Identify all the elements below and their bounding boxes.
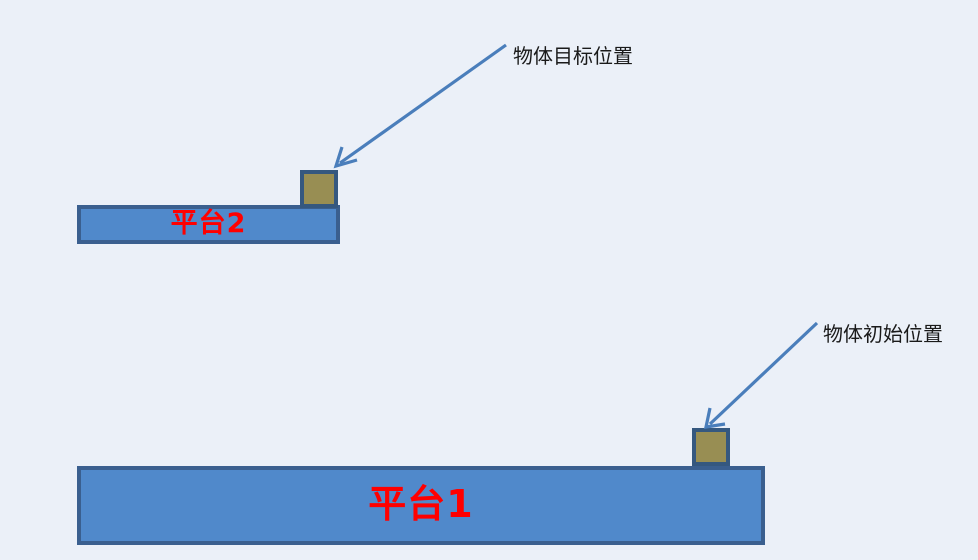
object-target-position-label: 物体目标位置: [513, 44, 633, 68]
object-initial-block: [692, 428, 730, 466]
platform-2: 平台2: [77, 205, 340, 244]
platform-2-label: 平台2: [170, 208, 247, 239]
platform-1-label: 平台1: [368, 481, 474, 526]
object-target-block: [300, 170, 338, 208]
object-initial-position-label: 物体初始位置: [823, 322, 943, 346]
platform-1: 平台1: [77, 466, 765, 545]
initial-position-arrow: [703, 321, 819, 429]
target-position-arrow: [333, 43, 507, 169]
